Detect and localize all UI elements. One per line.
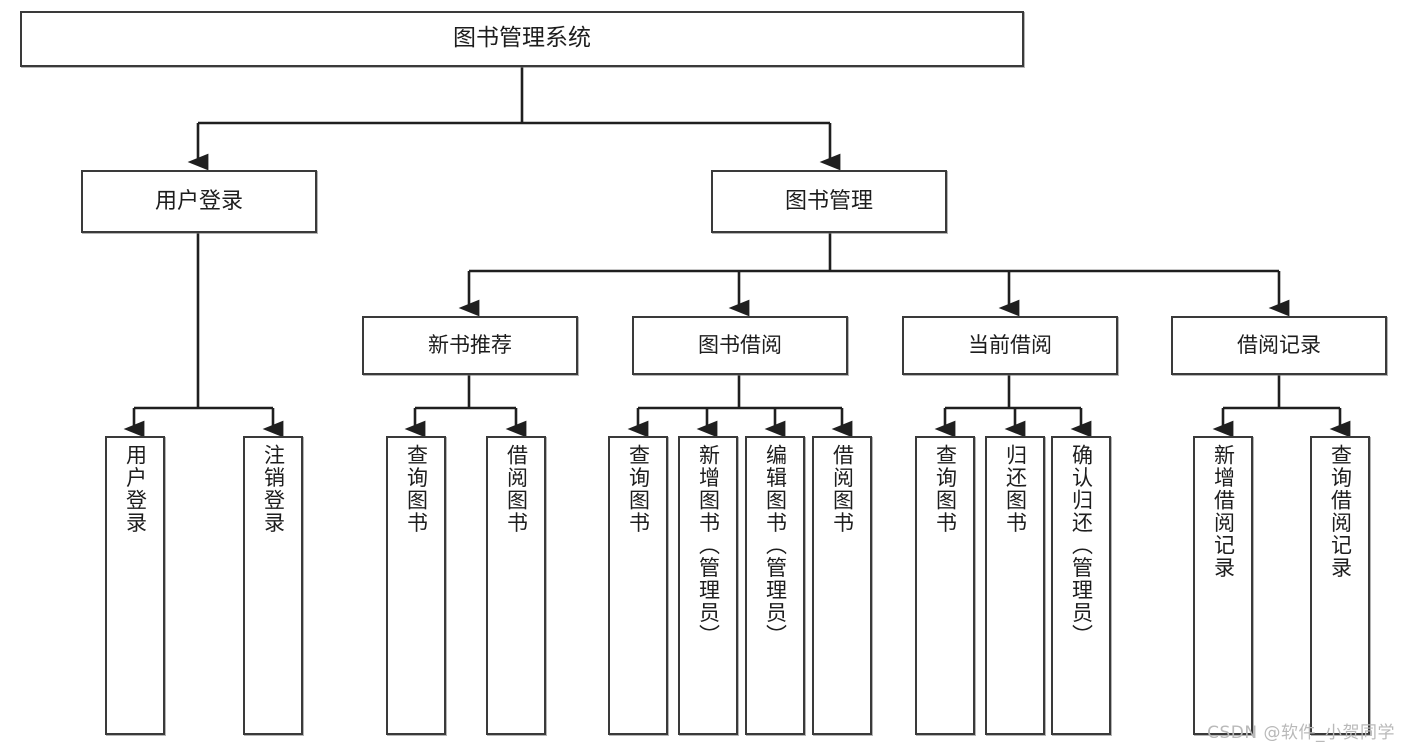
node-leaf-query-book-3-label: 查询图书 [933, 444, 958, 534]
node-leaf-user-login-label: 用户登录 [123, 444, 148, 534]
node-borrow-record-label: 借阅记录 [1237, 333, 1321, 358]
node-leaf-borrow-book-1-label: 借阅图书 [504, 444, 529, 534]
node-leaf-add-book-label: 新增图书（管理员） [696, 444, 721, 647]
node-leaf-edit-book-label: 编辑图书（管理员） [763, 444, 788, 647]
node-leaf-query-record[interactable]: 查询借阅记录 [1310, 436, 1370, 735]
node-borrow-record[interactable]: 借阅记录 [1171, 316, 1387, 375]
node-leaf-query-book-3[interactable]: 查询图书 [915, 436, 975, 735]
node-leaf-query-book-2-label: 查询图书 [626, 444, 651, 534]
node-leaf-add-record[interactable]: 新增借阅记录 [1193, 436, 1253, 735]
node-leaf-edit-book[interactable]: 编辑图书（管理员） [745, 436, 805, 735]
watermark: CSDN @软件_小贺同学 [1207, 723, 1395, 743]
node-leaf-borrow-book-2[interactable]: 借阅图书 [812, 436, 872, 735]
node-user-login-label: 用户登录 [154, 188, 243, 214]
node-book-management-label: 图书管理 [784, 188, 873, 214]
node-leaf-confirm-return-label: 确认归还（管理员） [1069, 444, 1094, 647]
node-leaf-add-record-label: 新增借阅记录 [1211, 444, 1236, 579]
node-root[interactable]: 图书管理系统 [20, 11, 1024, 67]
node-leaf-user-login[interactable]: 用户登录 [105, 436, 165, 735]
node-book-borrow-label: 图书借阅 [698, 333, 782, 358]
node-leaf-return-book[interactable]: 归还图书 [985, 436, 1045, 735]
node-book-borrow[interactable]: 图书借阅 [632, 316, 848, 375]
node-leaf-logout[interactable]: 注销登录 [243, 436, 303, 735]
node-leaf-borrow-book-2-label: 借阅图书 [830, 444, 855, 534]
node-leaf-borrow-book-1[interactable]: 借阅图书 [486, 436, 546, 735]
node-leaf-query-record-label: 查询借阅记录 [1328, 444, 1353, 579]
node-current-borrow[interactable]: 当前借阅 [902, 316, 1118, 375]
node-leaf-logout-label: 注销登录 [261, 444, 286, 534]
node-book-management[interactable]: 图书管理 [711, 170, 947, 233]
node-current-borrow-label: 当前借阅 [968, 333, 1052, 358]
node-leaf-return-book-label: 归还图书 [1003, 444, 1028, 534]
node-leaf-add-book[interactable]: 新增图书（管理员） [678, 436, 738, 735]
node-leaf-query-book-1[interactable]: 查询图书 [386, 436, 446, 735]
node-user-login[interactable]: 用户登录 [81, 170, 317, 233]
node-new-book-recommend-label: 新书推荐 [428, 333, 512, 358]
node-leaf-query-book-1-label: 查询图书 [404, 444, 429, 534]
node-leaf-confirm-return[interactable]: 确认归还（管理员） [1051, 436, 1111, 735]
node-new-book-recommend[interactable]: 新书推荐 [362, 316, 578, 375]
node-root-label: 图书管理系统 [453, 25, 591, 52]
node-leaf-query-book-2[interactable]: 查询图书 [608, 436, 668, 735]
